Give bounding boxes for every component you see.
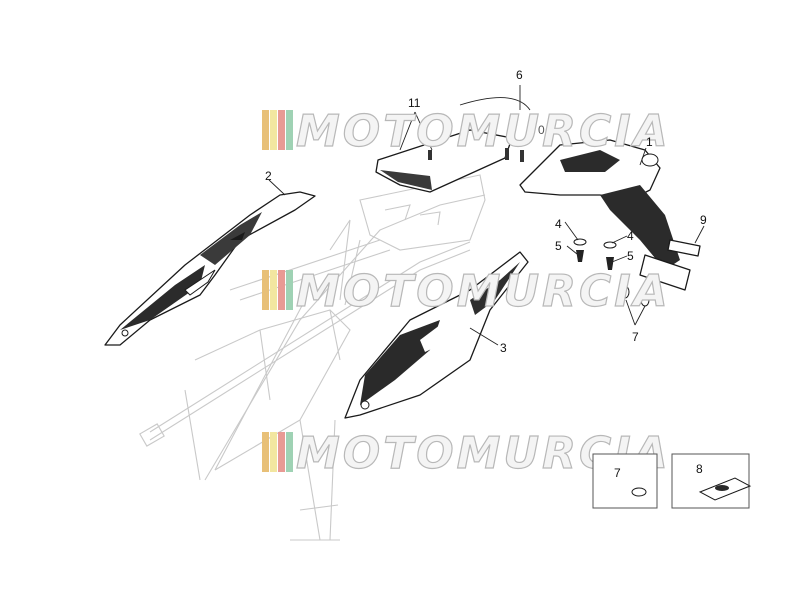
callout-7: 7: [632, 330, 639, 344]
callout-9: 9: [700, 213, 707, 227]
leader-lines: [268, 85, 705, 346]
callout-1: 1: [646, 135, 653, 149]
rear-license-holder: [519, 139, 701, 291]
callout-0: 0: [538, 123, 545, 137]
inset-box-8: 8: [671, 453, 752, 509]
right-side-panel: [344, 251, 529, 419]
callout-4a: 4: [555, 217, 562, 231]
inset-7-label: 7: [614, 466, 621, 480]
inset-8-label: 8: [696, 462, 703, 476]
callout-2: 2: [265, 169, 272, 183]
callout-6: 6: [516, 68, 523, 82]
watermark-text: MOTOMURCIA: [296, 266, 671, 317]
left-side-panel: [104, 191, 316, 346]
callout-5b: 5: [627, 249, 634, 263]
washer-4b: [603, 241, 617, 249]
callout-labels: 1 2 3 4 4 5 5 6 7 9 11 0: [265, 68, 707, 355]
rubber-icon: [631, 487, 647, 497]
inset-box-7: 7: [592, 453, 658, 509]
screw-5b: [606, 257, 614, 270]
watermark-text: MOTOMURCIA: [296, 106, 671, 157]
callout-11: 11: [408, 96, 421, 110]
hardware: [573, 238, 650, 307]
callout-5a: 5: [555, 239, 562, 253]
screw-5a: [576, 250, 584, 262]
rubber-7a: [620, 285, 630, 299]
upper-cover-bracket: [375, 97, 531, 193]
washer-4a: [573, 238, 587, 246]
callout-3: 3: [500, 341, 507, 355]
rear-subframe: [139, 174, 486, 541]
callout-4b: 4: [627, 229, 634, 243]
